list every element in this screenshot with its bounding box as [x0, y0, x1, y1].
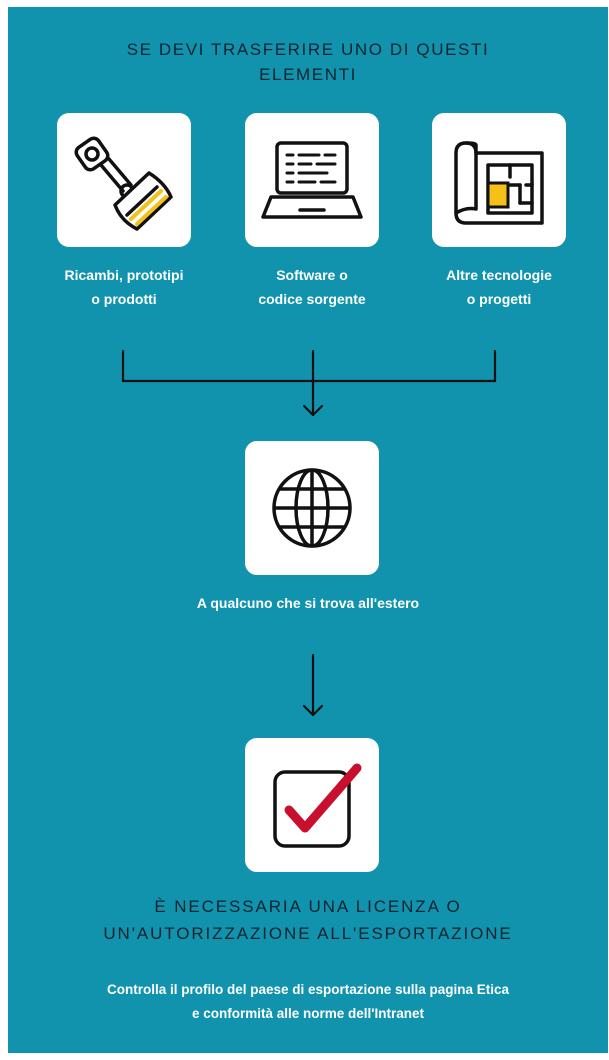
top-heading: SE DEVI TRASFERIRE UNO DI QUESTI ELEMENT… [126, 40, 490, 84]
checkbox-checked-icon [273, 763, 362, 848]
item-label-software: Software o codice sorgente [258, 267, 366, 307]
tile-result [245, 738, 379, 872]
item-label-parts: Ricambi, prototipi o prodotti [64, 267, 184, 307]
infographic-panel: SE DEVI TRASFERIRE UNO DI QUESTI ELEMENT… [8, 7, 608, 1053]
globe-icon [272, 468, 352, 548]
tile-software [245, 113, 379, 247]
item-label-technology: Altre tecnologie o progetti [446, 267, 552, 307]
destination-label: A qualcuno che si trova all'estero [196, 595, 420, 611]
piston-icon [74, 136, 173, 231]
blueprint-icon [454, 141, 544, 225]
laptop-code-icon [261, 141, 363, 219]
tile-destination [245, 441, 379, 575]
footer-note: Controlla il profilo del paese di esport… [106, 982, 510, 1021]
arrow-head-2 [302, 704, 324, 717]
tile-parts [57, 113, 191, 247]
arrow-head-1 [302, 404, 324, 417]
tile-technology [432, 113, 566, 247]
bottom-heading: È NECESSARIA UNA LICENZA O UN'AUTORIZZAZ… [103, 897, 513, 943]
